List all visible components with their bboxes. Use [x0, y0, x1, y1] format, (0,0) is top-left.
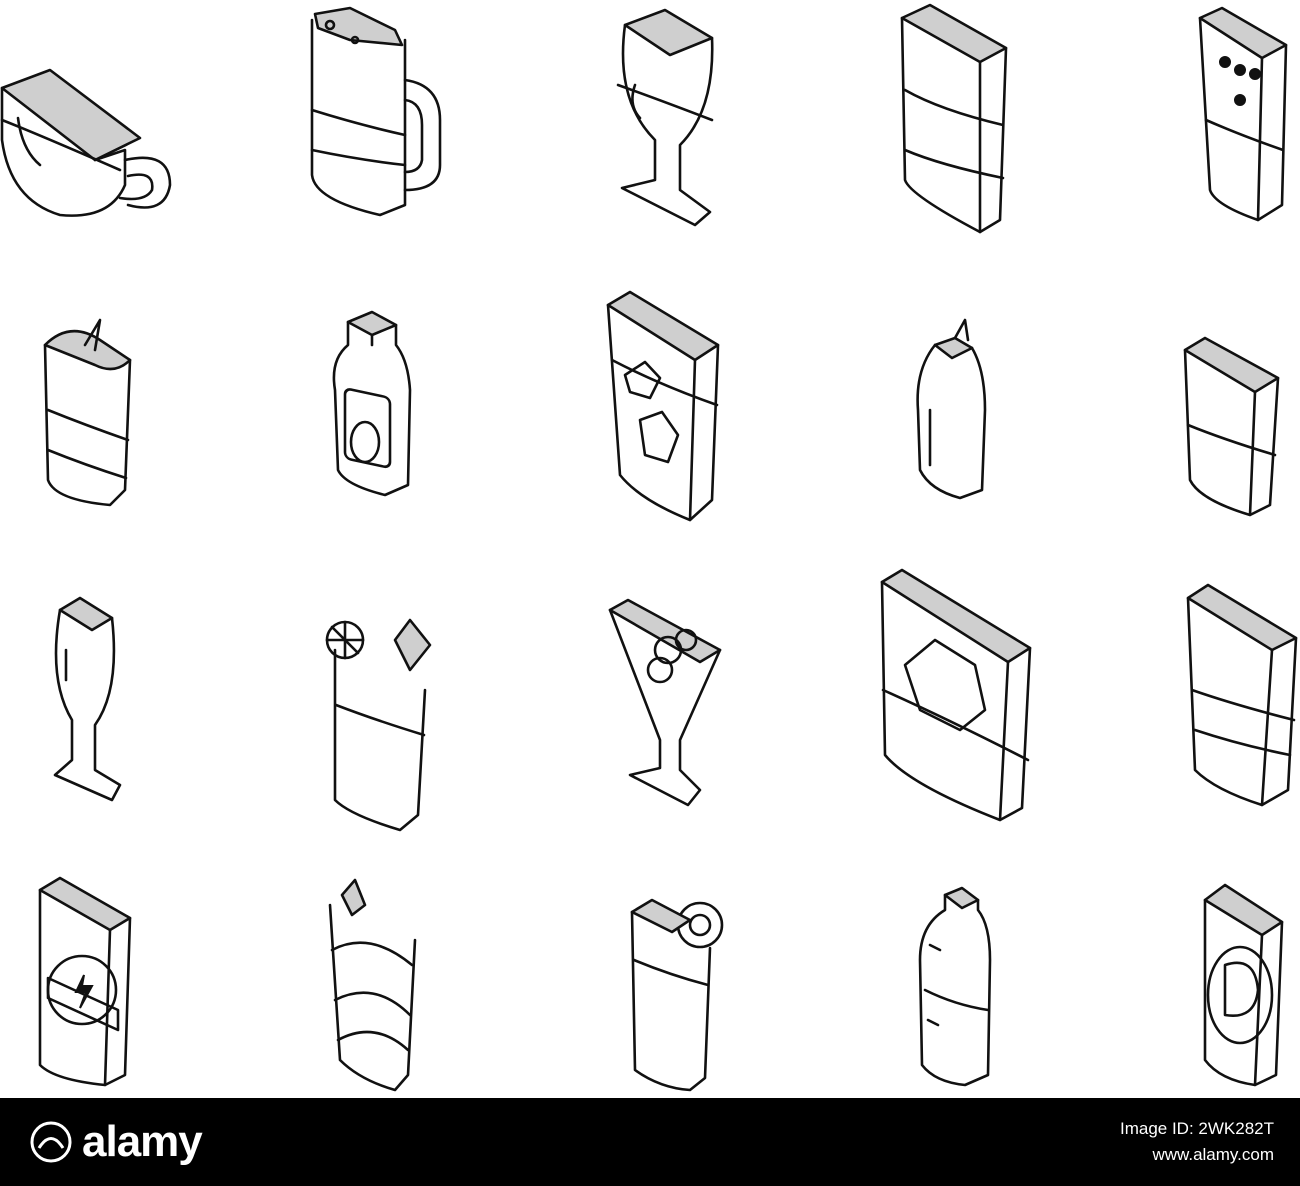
lemonade-glass-icon [325, 618, 432, 832]
bottle-icon [332, 310, 412, 497]
watermark-footer: alamy Image ID: 2WK282T www.alamy.com [0, 1098, 1300, 1186]
icon-set-canvas [0, 3, 1298, 1092]
site-url: www.alamy.com [1152, 1145, 1274, 1164]
iced-drink-icon [606, 290, 720, 522]
coffee-can-icon [1203, 883, 1284, 1087]
tall-glass-icon [900, 3, 1008, 234]
bubbly-glass-icon [1198, 6, 1288, 222]
energy-drink-can-icon [38, 876, 132, 1087]
alamy-logo: alamy [30, 1108, 203, 1176]
water-bottle-icon [918, 886, 992, 1087]
wine-glass-icon [616, 8, 714, 227]
brand-name: alamy [82, 1117, 203, 1166]
image-id-label: Image ID: 2WK282T [1119, 1119, 1274, 1138]
alamy-logo-icon [30, 1121, 72, 1163]
icon-set [0, 3, 1298, 1092]
martini-glass-icon [608, 598, 722, 807]
highball-glass-icon [1186, 583, 1298, 807]
juice-glass-icon [630, 898, 724, 1092]
tumbler-icon [1183, 336, 1280, 517]
image-meta: Image ID: 2WK282T www.alamy.com [1120, 1116, 1274, 1168]
flute-glass-icon [53, 596, 122, 802]
smoothie-glass-icon [328, 878, 417, 1092]
teacup-icon [0, 68, 172, 217]
cocktail-lemon-icon [43, 318, 132, 507]
small-bottle-icon [916, 318, 987, 500]
whiskey-glass-icon [880, 568, 1032, 822]
beer-mug-icon [310, 6, 442, 217]
